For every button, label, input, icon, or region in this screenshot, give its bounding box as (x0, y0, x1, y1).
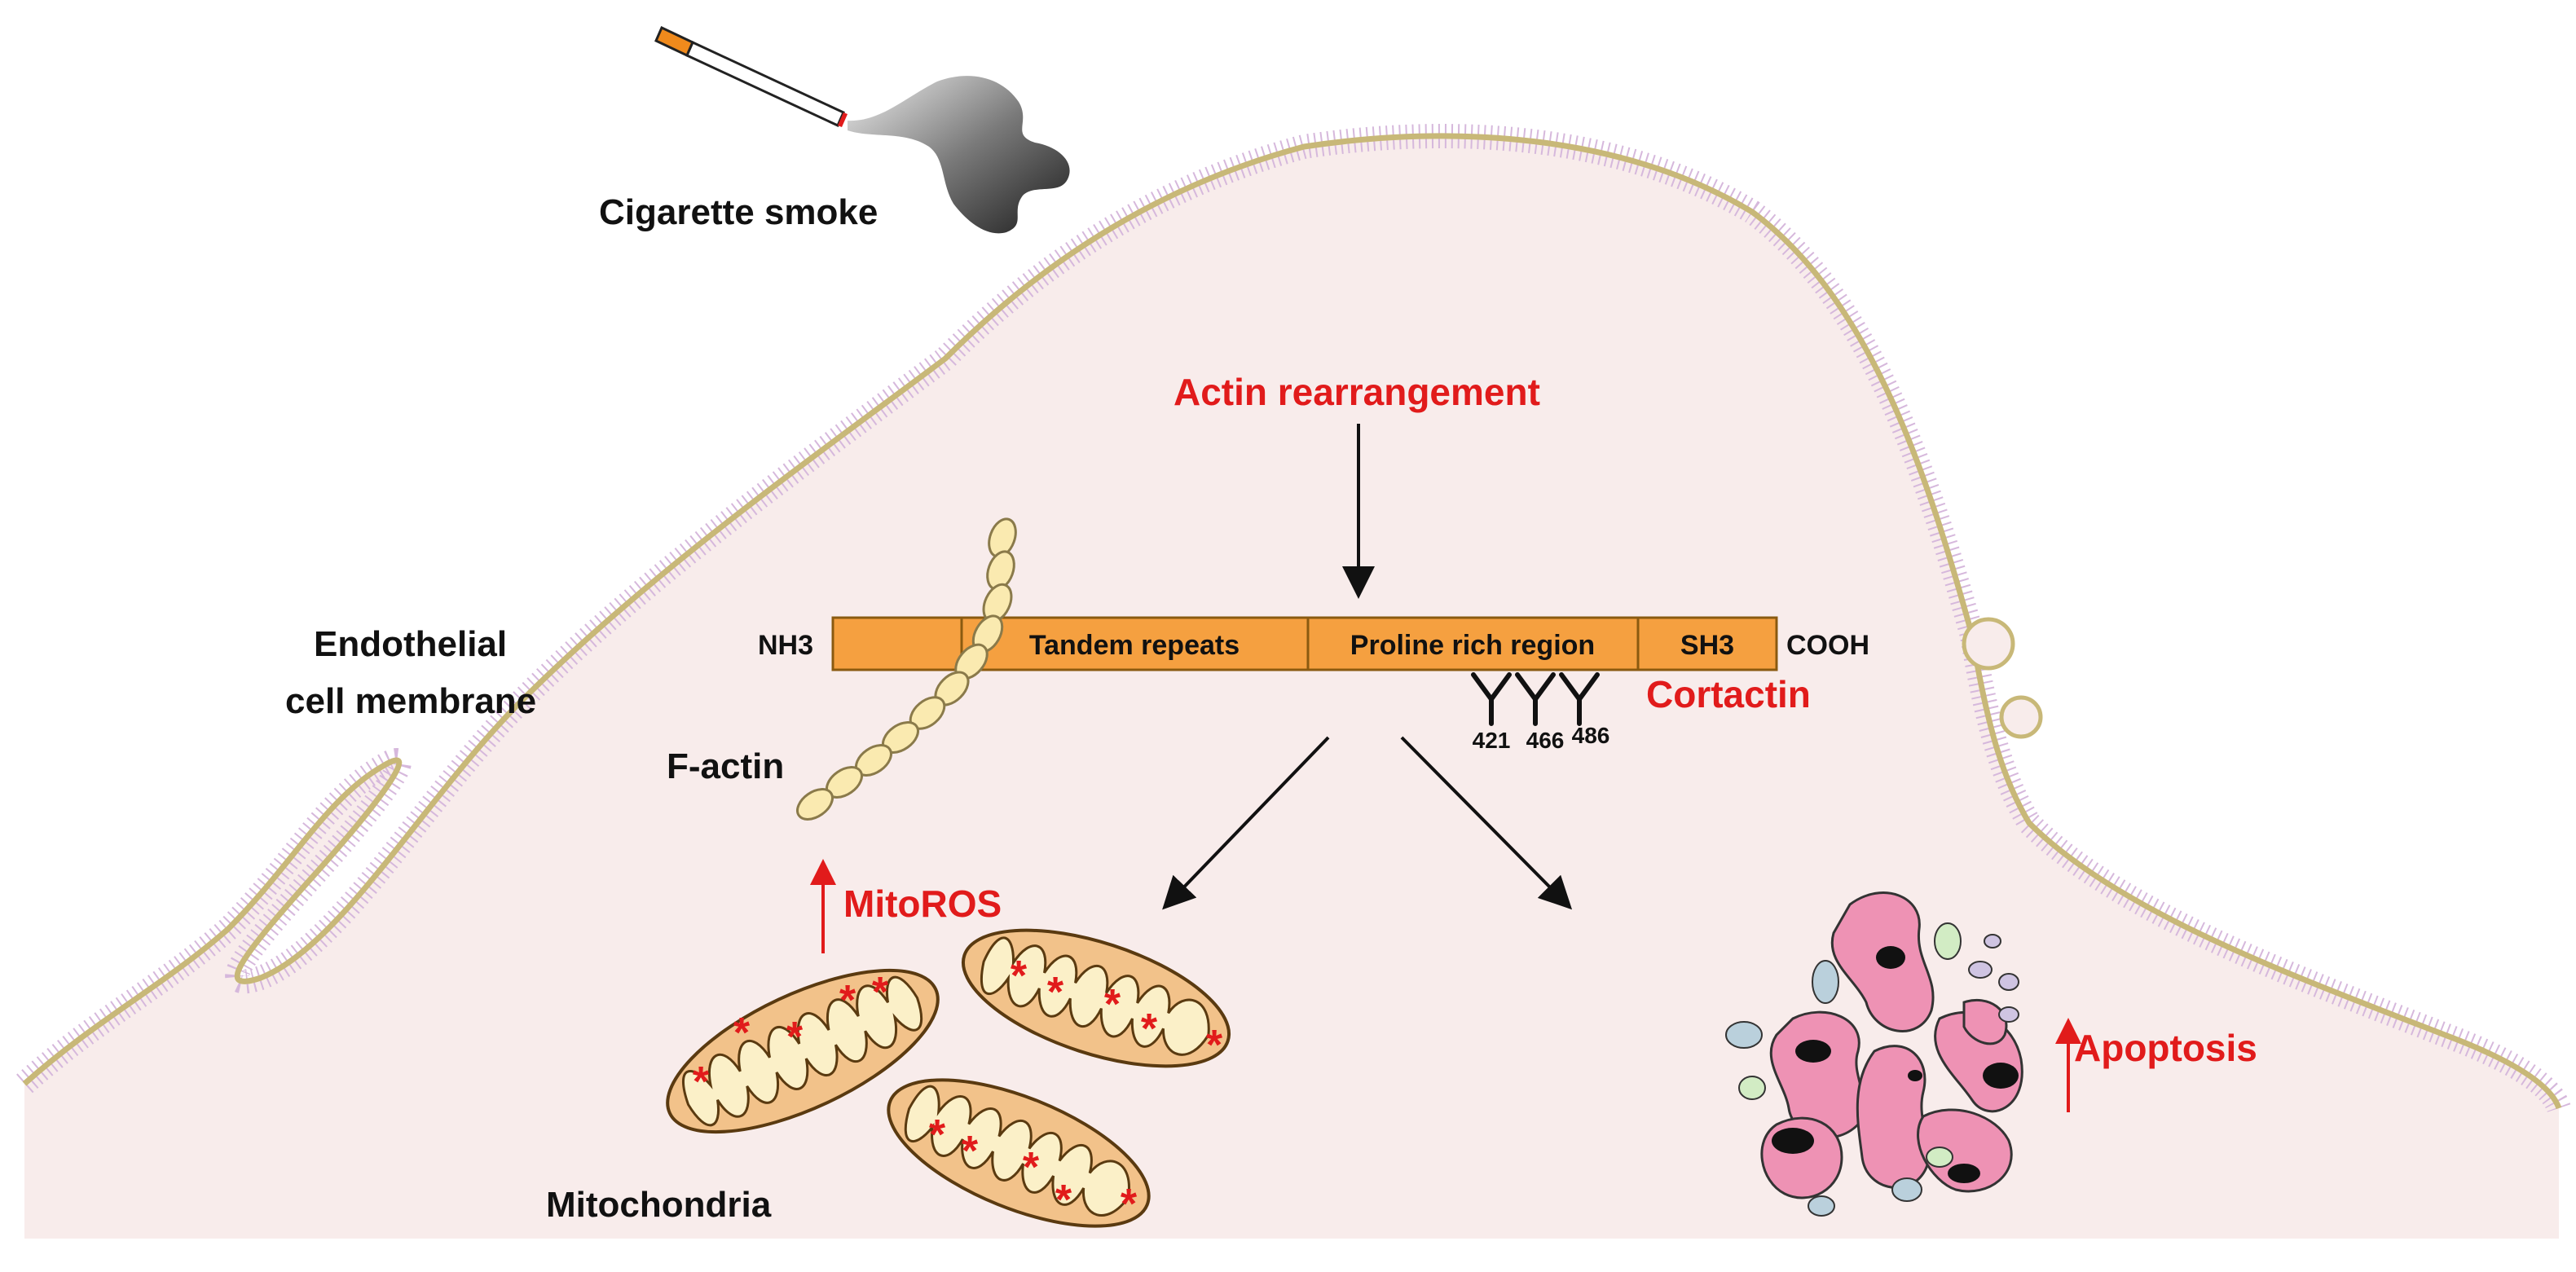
actin-rearrangement-label: Actin rearrangement (1174, 371, 1540, 413)
domain-label-proline: Proline rich region (1350, 630, 1595, 661)
cortactin-domain-nterm (831, 616, 963, 671)
tyrosine-486-label: 486 (1572, 723, 1610, 748)
ros-asterisk-icon: * (929, 1111, 946, 1159)
mitoros-label: MitoROS (843, 882, 1002, 925)
cortactin-domain-proline (1306, 616, 1640, 671)
ros-asterisk-icon: * (1055, 1177, 1072, 1224)
apoptosis-label: Apoptosis (2074, 1027, 2257, 1069)
ros-asterisk-icon: * (786, 1014, 804, 1061)
tyrosine-466-label: 466 (1526, 728, 1565, 753)
cigarette-smoke-label: Cigarette smoke (599, 192, 878, 232)
cortactin-label: Cortactin (1646, 673, 1811, 715)
ros-asterisk-icon: * (1011, 953, 1028, 1000)
cortactin-domain-tandem (960, 616, 1310, 671)
domain-label-sh3: SH3 (1680, 630, 1734, 661)
ros-asterisk-icon: * (1047, 969, 1064, 1016)
ros-asterisk-icon: * (1206, 1022, 1223, 1069)
tyrosine-421-label: 421 (1473, 728, 1511, 753)
f-actin-filament-icon (796, 517, 1017, 821)
mitochondrion-1-icon (666, 968, 940, 1134)
cooh-label: COOH (1786, 630, 1869, 661)
membrane-vesicle (1999, 695, 2043, 739)
arrow-to-mitochondria (1162, 736, 1330, 910)
tyrosine-486-icon (1559, 672, 1600, 726)
arrow-to-apoptosis (1400, 736, 1573, 910)
endothelial-label-line2: cell membrane (285, 681, 536, 721)
apoptotic-bodies-icon (1725, 891, 2023, 1217)
mitochondria-label: Mitochondria (546, 1185, 772, 1225)
ros-asterisk-icon: * (733, 1010, 751, 1057)
mitochondrion-2-icon (961, 928, 1231, 1068)
tyrosine-421-icon (1471, 672, 1512, 726)
cigarette-icon (654, 25, 848, 128)
ros-asterisk-icon: * (1141, 1006, 1158, 1053)
ros-asterisk-icon: * (962, 1128, 979, 1175)
ros-asterisk-icon: * (872, 969, 889, 1016)
ros-asterisks: * * * * * * * * * * * * * * * (693, 953, 1223, 1228)
endothelial-label-line1: Endothelial (314, 624, 507, 664)
ros-asterisk-icon: * (1104, 981, 1121, 1028)
ros-asterisk-icon: * (693, 1059, 710, 1106)
cortactin-domain-sh3 (1636, 616, 1778, 671)
cortactin-protein: NH3 Tandem repeats Proline rich region S… (758, 616, 1869, 753)
nh3-label: NH3 (758, 630, 813, 661)
smoke-plume-icon (848, 76, 1070, 234)
ros-asterisk-icon: * (1121, 1181, 1138, 1228)
ros-asterisk-icon: * (1023, 1144, 1040, 1191)
domain-label-tandem: Tandem repeats (1029, 630, 1240, 661)
tyrosine-466-icon (1515, 672, 1556, 726)
cell-membrane-core (22, 133, 2562, 1110)
ros-asterisk-icon: * (839, 977, 856, 1024)
mitochondrion-3-icon (887, 1078, 1151, 1228)
f-actin-label: F-actin (667, 746, 784, 786)
tyrosine-sites (1471, 672, 1600, 726)
membrane-vesicle (1962, 617, 2015, 671)
